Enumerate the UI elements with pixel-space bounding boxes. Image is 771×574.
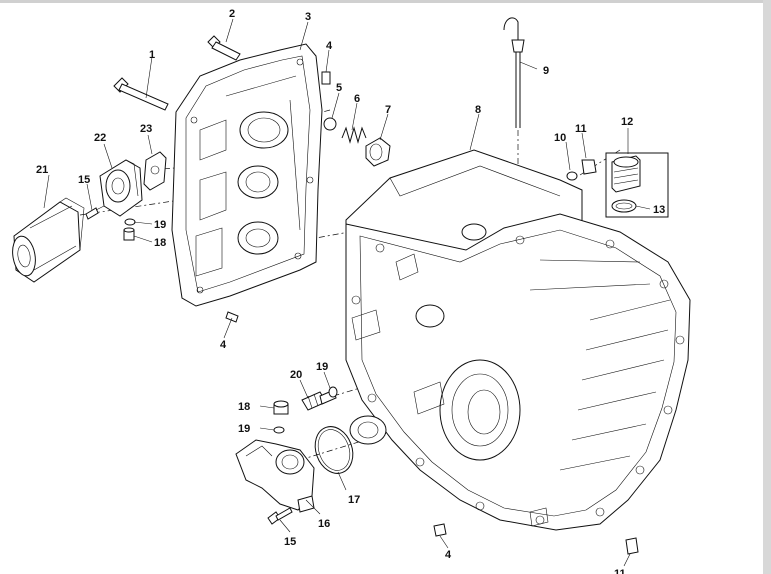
callout-19-lower: 19	[238, 423, 250, 435]
callout-23: 23	[140, 123, 152, 135]
oil-filter	[12, 197, 85, 283]
callout-4-lower: 4	[445, 549, 452, 561]
dowel-4-lower-center	[433, 523, 447, 537]
ball-5	[323, 117, 337, 131]
washer-19-upper	[124, 218, 136, 226]
callout-20: 20	[290, 369, 302, 381]
bolt-15-upper	[85, 205, 105, 220]
plug-18-upper	[123, 227, 135, 241]
callout-10: 10	[554, 132, 566, 144]
spring-6	[341, 126, 367, 144]
callout-22: 22	[94, 132, 106, 144]
top-border	[0, 0, 771, 3]
callout-1: 1	[149, 49, 155, 61]
callout-12: 12	[621, 116, 633, 128]
callout-18-upper: 18	[154, 237, 166, 249]
callout-11-lower: 11	[614, 568, 626, 574]
washer-19-lower	[273, 426, 285, 434]
dowel-4-upper	[321, 71, 331, 85]
callout-21: 21	[36, 164, 48, 176]
right-scroll-edge	[763, 0, 771, 574]
callout-2: 2	[229, 8, 235, 20]
filter-adapter	[99, 159, 143, 217]
callout-labels: 1 2 3 4 4 4 5 6 7 8 9 10 11 12 13 15 15 …	[36, 8, 665, 574]
callout-4-left: 4	[220, 339, 227, 351]
callout-19-mid: 19	[316, 361, 328, 373]
callout-15-lower: 15	[284, 536, 296, 548]
callout-3: 3	[305, 11, 311, 23]
bolt-1	[113, 77, 169, 111]
callout-5: 5	[336, 82, 342, 94]
callout-19-upper: 19	[154, 219, 166, 231]
o-ring-17	[314, 426, 354, 474]
dowel-4-lower-right	[625, 537, 639, 555]
bolt-15-lower	[267, 507, 293, 525]
callout-4-upper: 4	[326, 40, 333, 52]
callout-9: 9	[543, 65, 549, 77]
plug-18-lower	[273, 400, 289, 415]
dipstick-9	[503, 17, 525, 128]
plug-11-upper	[581, 159, 597, 175]
washer-19-mid	[328, 386, 338, 398]
callout-6: 6	[354, 93, 360, 105]
bolt-2	[207, 35, 241, 61]
leader-lines	[43, 18, 651, 567]
gasket-23	[143, 151, 167, 191]
cover-plate	[171, 43, 323, 307]
callout-18-lower: 18	[238, 401, 250, 413]
callout-13: 13	[653, 204, 665, 216]
washer-10	[566, 171, 578, 181]
callout-8: 8	[475, 104, 481, 116]
callout-11: 11	[575, 123, 587, 135]
callout-7: 7	[385, 104, 391, 116]
callout-15-upper: 15	[78, 174, 90, 186]
filter-box-12-13	[605, 152, 669, 218]
callout-17: 17	[348, 494, 360, 506]
fitting-16	[235, 439, 315, 513]
transmission-case	[345, 149, 691, 531]
callout-16: 16	[318, 518, 330, 530]
plug-7	[365, 137, 391, 167]
dowel-4-left	[225, 311, 239, 323]
